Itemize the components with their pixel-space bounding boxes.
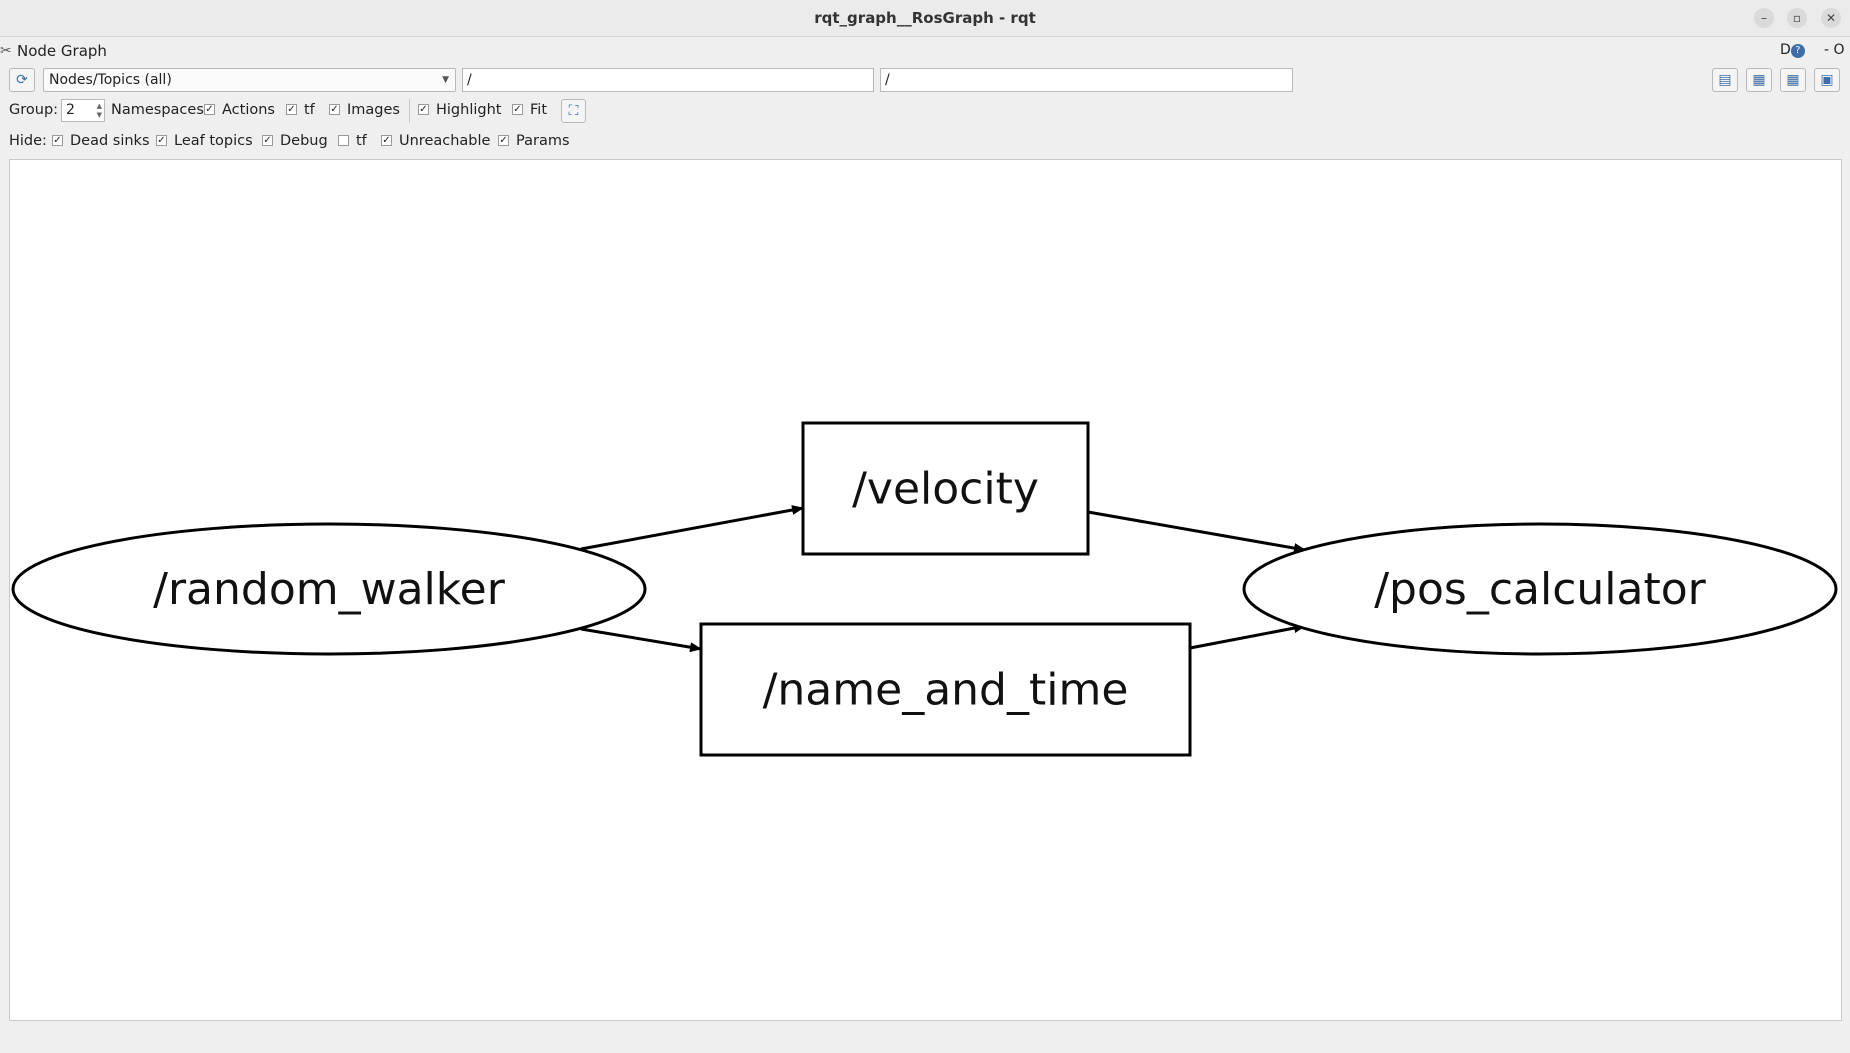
topic-box <box>801 421 1090 556</box>
view-mode-select[interactable]: Nodes/Topics (all) ▼ <box>43 68 456 92</box>
spin-down-icon[interactable]: ▼ <box>96 111 102 119</box>
plugin-options[interactable]: - O <box>1824 42 1845 58</box>
screenshot-icon: ▣ <box>1820 72 1834 88</box>
close-button[interactable]: ✕ <box>1821 8 1841 28</box>
save-image-button[interactable]: ▣ <box>1814 68 1840 92</box>
graph-canvas[interactable]: /random_walker/velocity/name_and_time/po… <box>9 159 1842 1021</box>
graph-edges <box>580 505 1306 653</box>
load-icon: ▤ <box>1718 72 1732 88</box>
tf-label: tf <box>304 102 315 118</box>
fit-in-view-button[interactable]: ⛶ <box>561 99 586 123</box>
node-pos_calculator[interactable]: /pos_calculator <box>1242 522 1838 656</box>
save-svg-button[interactable]: ▦ <box>1780 68 1806 92</box>
debug-label: Debug <box>280 133 328 149</box>
leaf-topics-label: Leaf topics <box>174 133 253 149</box>
topic-velocity[interactable]: /velocity <box>801 421 1090 556</box>
hide-tf-checkbox[interactable] <box>338 135 349 146</box>
plugin-title: Node Graph <box>17 42 107 60</box>
edge-random_walker-to-name_and_time[interactable] <box>580 627 702 653</box>
fit-checkbox[interactable]: ✓ <box>512 104 523 115</box>
topic-name_and_time[interactable]: /name_and_time <box>699 622 1192 757</box>
tools-icon: ✂ <box>0 43 12 59</box>
plugin-header: ✂ Node Graph D? - O <box>0 38 1850 64</box>
save-dot-button[interactable]: ▦ <box>1746 68 1772 92</box>
namespaces-checkbox[interactable]: ✓ <box>204 104 215 115</box>
debug-label: D <box>1780 42 1791 58</box>
images-checkbox[interactable]: ✓ <box>329 104 340 115</box>
leaf-topics-checkbox[interactable]: ✓ <box>156 135 167 146</box>
window-title: rqt_graph__RosGraph - rqt <box>814 9 1036 27</box>
topic-box <box>699 622 1192 757</box>
close-icon: ✕ <box>1825 11 1837 25</box>
window-titlebar: rqt_graph__RosGraph - rqt – ▫ ✕ <box>0 0 1850 37</box>
group-spinbox[interactable]: 2 ▲ ▼ <box>61 99 105 122</box>
help-icon[interactable]: ? <box>1790 44 1805 58</box>
toolbar-row-options: Group: 2 ▲ ▼ Namespaces ✓ Actions ✓ tf ✓… <box>0 97 1850 125</box>
graph-label-pos_calculator: /pos_calculator <box>1374 564 1706 615</box>
tf-checkbox[interactable]: ✓ <box>286 104 297 115</box>
params-checkbox[interactable]: ✓ <box>498 135 509 146</box>
refresh-icon: ⟳ <box>16 72 28 88</box>
refresh-button[interactable]: ⟳ <box>9 68 35 92</box>
plugin-debug-button[interactable]: D? <box>1780 42 1805 58</box>
toolbar-row-filters: ⟳ Nodes/Topics (all) ▼ / / ▤ ▦ ▦ ▣ <box>0 66 1850 94</box>
graph-label-velocity: /velocity <box>852 464 1039 515</box>
graph-label-random_walker: /random_walker <box>153 564 506 615</box>
node-ellipse <box>11 522 647 656</box>
dead-sinks-checkbox[interactable]: ✓ <box>52 135 63 146</box>
edge-name_and_time-to-pos_calculator[interactable] <box>1189 623 1306 650</box>
highlight-checkbox[interactable]: ✓ <box>418 104 429 115</box>
group-value: 2 <box>66 102 75 118</box>
toolbar-row-hide: Hide: ✓ Dead sinks ✓ Leaf topics ✓ Debug… <box>0 129 1850 155</box>
dead-sinks-label: Dead sinks <box>70 133 150 149</box>
save-svg-icon: ▦ <box>1786 72 1800 88</box>
fit-view-icon: ⛶ <box>568 103 579 119</box>
unreachable-label: Unreachable <box>399 133 491 149</box>
debug-checkbox[interactable]: ✓ <box>262 135 273 146</box>
edge-random_walker-to-velocity[interactable] <box>580 505 804 551</box>
edge-velocity-to-pos_calculator[interactable] <box>1087 510 1306 554</box>
graph-nodes: /random_walker/velocity/name_and_time/po… <box>11 421 1838 757</box>
minimize-icon: – <box>1761 11 1767 25</box>
view-mode-value: Nodes/Topics (all) <box>49 72 172 88</box>
unreachable-checkbox[interactable]: ✓ <box>381 135 392 146</box>
graph-svg: /random_walker/velocity/name_and_time/po… <box>11 421 1838 757</box>
highlight-label: Highlight <box>436 102 502 118</box>
minimize-button[interactable]: – <box>1754 8 1774 28</box>
topic-filter-input[interactable]: / <box>880 68 1293 92</box>
fit-label: Fit <box>530 102 547 118</box>
params-label: Params <box>516 133 570 149</box>
namespace-filter-input[interactable]: / <box>462 68 874 92</box>
actions-label: Actions <box>222 102 275 118</box>
node-ellipse <box>1242 522 1838 656</box>
spin-up-icon[interactable]: ▲ <box>96 102 102 110</box>
hide-tf-label: tf <box>356 133 367 149</box>
node-random_walker[interactable]: /random_walker <box>11 522 647 656</box>
images-label: Images <box>347 102 400 118</box>
hide-label: Hide: <box>9 133 47 149</box>
chevron-down-icon: ▼ <box>442 75 449 85</box>
maximize-button[interactable]: ▫ <box>1787 8 1807 28</box>
graph-label-name_and_time: /name_and_time <box>763 665 1129 716</box>
namespaces-label: Namespaces <box>111 102 204 118</box>
load-dot-button[interactable]: ▤ <box>1712 68 1738 92</box>
save-dot-icon: ▦ <box>1752 72 1766 88</box>
toolbar-separator <box>409 99 410 123</box>
group-label: Group: <box>9 102 59 118</box>
maximize-icon: ▫ <box>1792 11 1802 25</box>
